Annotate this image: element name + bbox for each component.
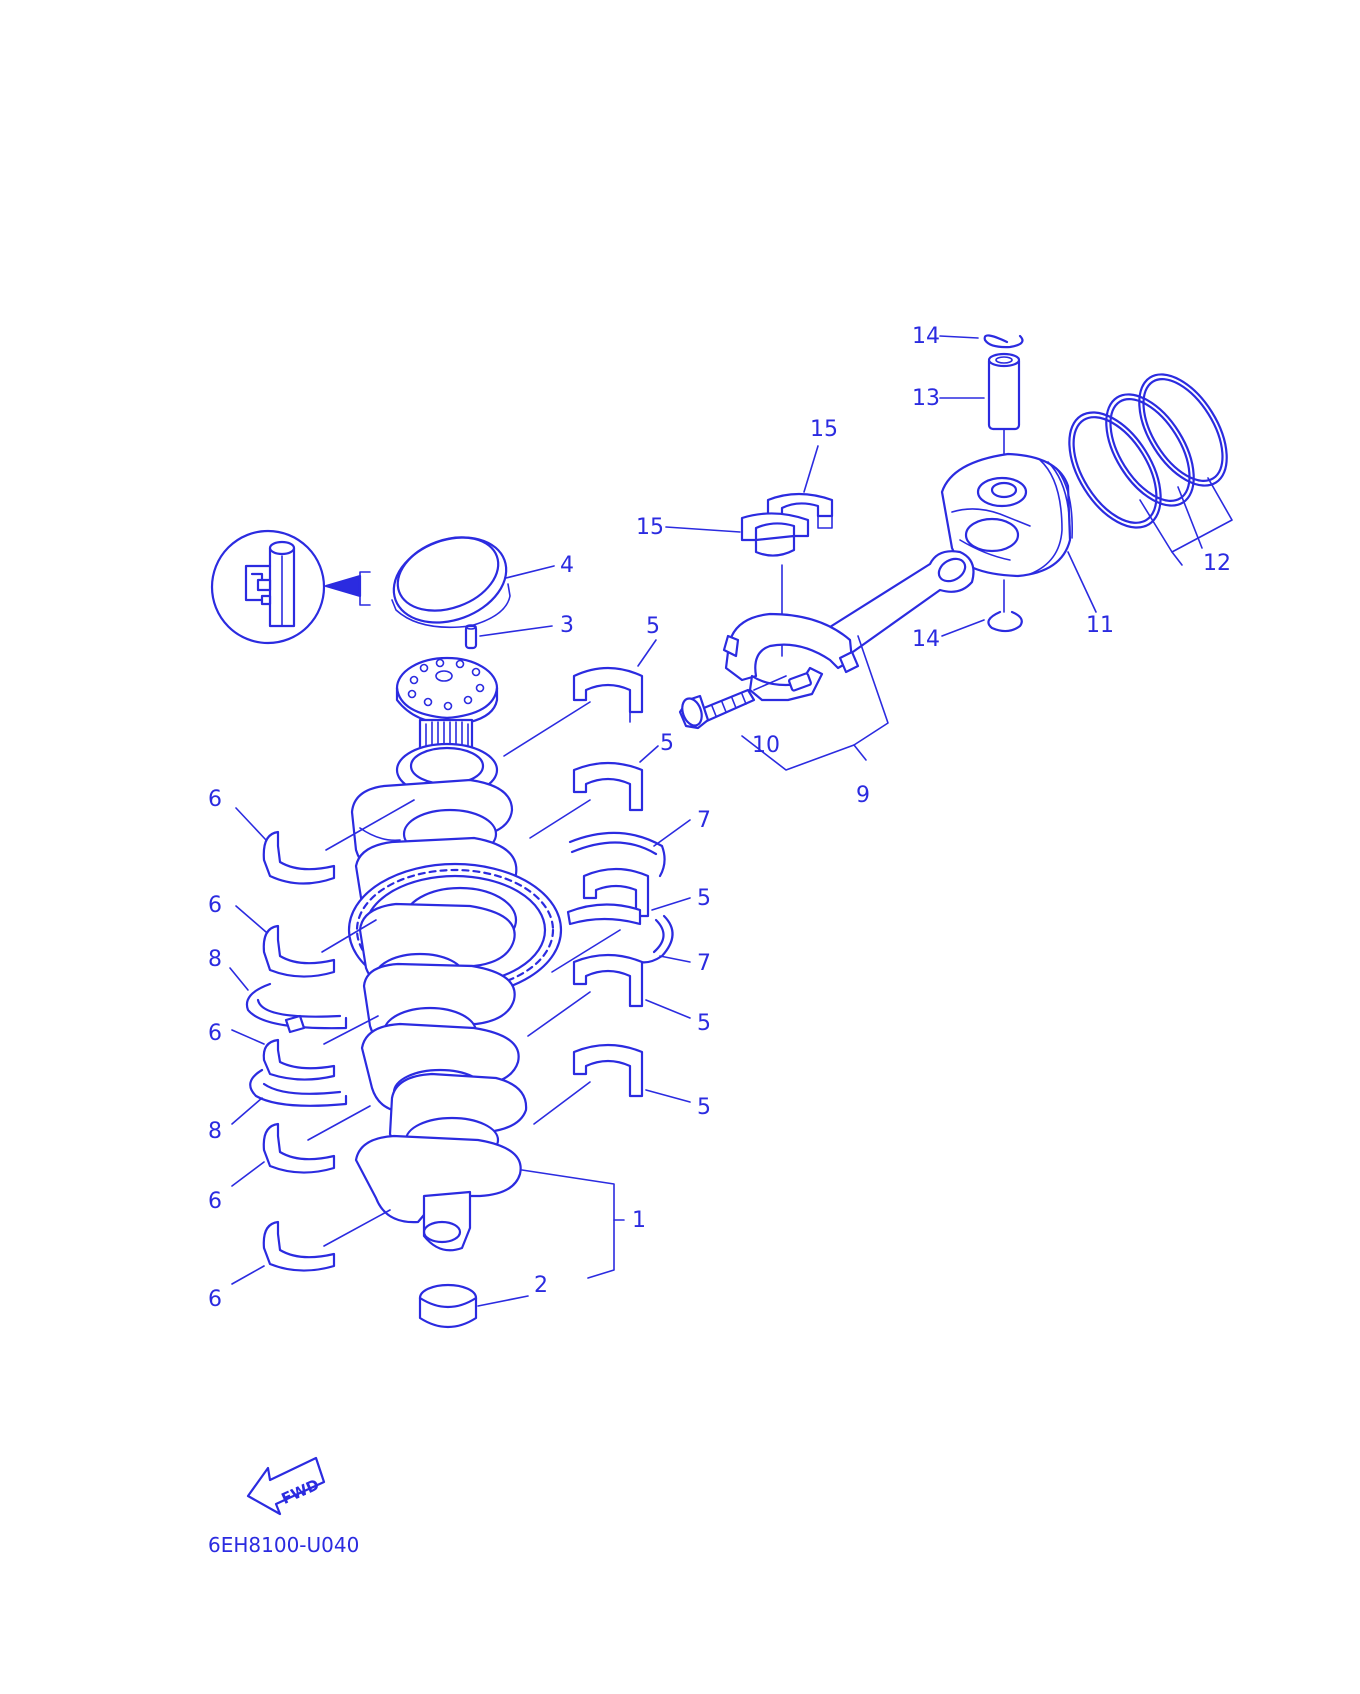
callout-7-b: 7 [697, 951, 711, 976]
callout-labels: 14 13 15 15 12 11 14 4 3 5 10 9 5 7 6 5 … [208, 324, 1231, 1312]
diagram-code: 6EH8100-U040 [208, 1533, 359, 1557]
main-bearing-6d [231, 1105, 371, 1187]
callout-6-b: 6 [208, 893, 222, 918]
main-bearing-5d [527, 953, 691, 1037]
piston-pin-clip-top [983, 334, 1024, 349]
dowel-detail-inset [210, 529, 362, 645]
dowel-pin [464, 624, 478, 650]
callout-8-a: 8 [208, 947, 222, 972]
piston [940, 452, 1073, 578]
callout-15-top: 15 [810, 417, 838, 442]
crankshaft [347, 536, 625, 1279]
connecting-rod-assembly [678, 492, 975, 771]
callout-6-d: 6 [208, 1189, 222, 1214]
crankshaft-bushing [418, 1283, 529, 1329]
callout-14-top: 14 [912, 324, 940, 349]
main-bearing-6a [235, 799, 415, 885]
callout-15-left: 15 [636, 515, 664, 540]
main-bearing-6b [235, 905, 377, 978]
fwd-arrow-icon: FWD [246, 1456, 326, 1516]
main-bearings-right [503, 639, 691, 1125]
conrod-bearing-upper [766, 492, 834, 529]
callout-3: 3 [560, 613, 574, 638]
callout-6-c: 6 [208, 1021, 222, 1046]
callout-5-b: 5 [660, 731, 674, 756]
callout-10: 10 [752, 733, 780, 758]
callout-6-a: 6 [208, 787, 222, 812]
callout-2: 2 [534, 1273, 548, 1298]
callout-4: 4 [560, 553, 574, 578]
main-bearings-left [229, 799, 415, 1285]
callout-9: 9 [856, 783, 870, 808]
piston-rings [1068, 373, 1233, 566]
thrust-washer-7a [568, 819, 691, 878]
piston-pin [987, 352, 1021, 481]
main-bearing-5e [533, 1043, 691, 1125]
callout-12: 12 [1203, 551, 1231, 576]
piston-assembly [940, 334, 1233, 633]
callout-6-e: 6 [208, 1287, 222, 1312]
callout-7-a: 7 [697, 808, 711, 833]
main-bearing-6c [231, 1015, 379, 1081]
callout-8-b: 8 [208, 1119, 222, 1144]
oil-seal [359, 536, 511, 629]
conrod-bearing-lower [740, 512, 810, 557]
callout-13: 13 [912, 386, 940, 411]
thrust-washer-8a [229, 967, 348, 1034]
main-bearing-5b [529, 745, 659, 839]
callout-14-bottom: 14 [912, 627, 940, 652]
callout-5-c: 5 [697, 886, 711, 911]
callout-1: 1 [632, 1208, 646, 1233]
main-bearing-5a [503, 639, 657, 757]
callout-11: 11 [1086, 613, 1114, 638]
main-bearing-6e [231, 1209, 391, 1285]
main-bearing-5c [551, 867, 691, 973]
callout-5-a: 5 [646, 614, 660, 639]
thrust-washer-7b [638, 914, 691, 964]
thrust-washer-8b [231, 1068, 348, 1125]
callout-5-d: 5 [697, 1011, 711, 1036]
piston-pin-clip-bottom [987, 579, 1023, 633]
conrod-bolt [678, 675, 787, 730]
callout-5-e: 5 [697, 1095, 711, 1120]
